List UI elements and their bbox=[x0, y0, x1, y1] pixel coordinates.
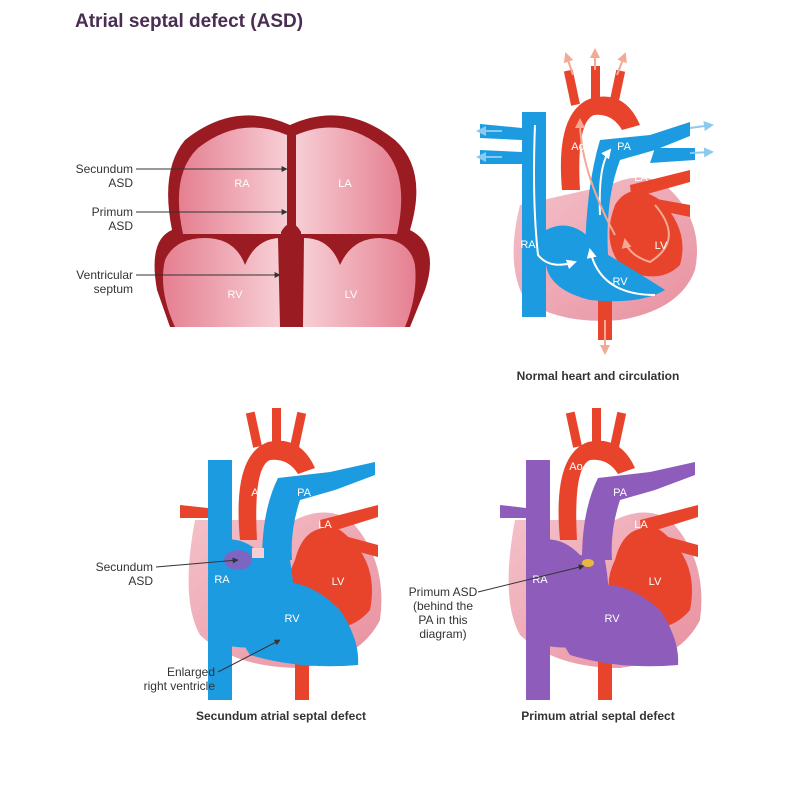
callout-secundum-line1: Secundum bbox=[96, 560, 153, 574]
diagram-title: Atrial septal defect (ASD) bbox=[75, 11, 304, 32]
flow-arrow-right-2 bbox=[689, 147, 714, 158]
callout-secundum-line2: ASD bbox=[128, 574, 153, 588]
atrial-septum-gap bbox=[252, 548, 264, 558]
callout-primum-line1: Primum ASD bbox=[409, 585, 478, 599]
label-rv: RV bbox=[284, 613, 300, 625]
flow-arrow-ra bbox=[533, 124, 577, 270]
callout-secundum-arrow bbox=[155, 557, 239, 568]
caption-secundum: Secundum atrial septal defect bbox=[196, 709, 366, 723]
four-chamber-diagram: RA LA RV LV Secundum ASD Primum ASD Vent… bbox=[76, 115, 430, 327]
label-ao: Ao bbox=[569, 461, 582, 473]
aortic-branch-1 bbox=[245, 411, 262, 448]
flow-arrow-right-1 bbox=[689, 121, 714, 132]
pulmonary-veins bbox=[630, 170, 690, 217]
label-la: LA bbox=[634, 172, 648, 184]
right-ventricle-enlarged bbox=[236, 582, 359, 667]
label-ra: RA bbox=[214, 574, 230, 586]
callout-primum-line2: ASD bbox=[108, 219, 133, 233]
pulmonary-veins bbox=[320, 505, 378, 557]
aortic-arch bbox=[238, 440, 315, 540]
pulmonary-artery bbox=[582, 462, 695, 560]
aortic-branch-2 bbox=[592, 408, 601, 442]
chamber-la bbox=[296, 127, 402, 234]
left-vessel-red bbox=[180, 505, 208, 518]
callout-primum-line2: (behind the bbox=[413, 599, 473, 613]
primum-asd-marker bbox=[582, 559, 594, 567]
aortic-branch-1 bbox=[565, 411, 582, 448]
label-la: LA bbox=[318, 519, 332, 531]
label-ao: Ao bbox=[571, 141, 584, 153]
label-lv: LV bbox=[655, 240, 668, 252]
left-ventricle bbox=[609, 191, 683, 277]
ventricular-septum bbox=[281, 223, 302, 327]
callout-secundum-line2: ASD bbox=[108, 176, 133, 190]
label-rv: RV bbox=[227, 289, 243, 301]
flow-arrow-up-1 bbox=[563, 52, 574, 76]
callout-septum-line2: septum bbox=[94, 282, 133, 296]
label-ra: RA bbox=[520, 239, 536, 251]
pulmonary-veins bbox=[640, 505, 698, 557]
aortic-branch-2 bbox=[591, 66, 600, 100]
label-rv: RV bbox=[612, 276, 628, 288]
label-la: LA bbox=[634, 519, 648, 531]
callout-enlarged-arrow bbox=[217, 639, 281, 673]
callout-primum-line1: Primum bbox=[92, 205, 133, 219]
atrial-septum-lower bbox=[288, 202, 294, 208]
label-ra: RA bbox=[532, 574, 548, 586]
callout-secundum-line1: Secundum bbox=[76, 162, 133, 176]
pa-branch-right bbox=[650, 148, 695, 163]
flow-arrow-rv bbox=[586, 248, 656, 296]
caption-primum: Primum atrial septal defect bbox=[521, 709, 674, 723]
right-ventricle bbox=[546, 225, 665, 302]
aortic-arch bbox=[558, 440, 635, 540]
atrial-septum-upper bbox=[288, 145, 294, 161]
label-pa: PA bbox=[613, 487, 628, 499]
label-lv: LV bbox=[649, 576, 662, 588]
aortic-branch-2 bbox=[272, 408, 281, 442]
callout-primum-line3: PA in this bbox=[418, 613, 467, 627]
label-ra: RA bbox=[234, 178, 250, 190]
right-ventricle bbox=[556, 584, 679, 667]
callout-septum-line1: Ventricular bbox=[76, 268, 133, 282]
label-lv: LV bbox=[345, 289, 358, 301]
flow-arrow-ao bbox=[575, 118, 616, 236]
chamber-rv bbox=[162, 238, 280, 327]
label-rv: RV bbox=[604, 613, 620, 625]
flow-arrow-up-3 bbox=[616, 52, 627, 76]
normal-heart-diagram: Ao PA RA LA RV LV Normal heart and circu… bbox=[476, 48, 714, 383]
aortic-branch-3 bbox=[290, 411, 307, 447]
pulmonary-artery bbox=[585, 122, 690, 265]
primum-asd-diagram: Ao PA RA LA RV LV Primum ASD (behind the… bbox=[409, 408, 702, 723]
aortic-branch-1 bbox=[563, 69, 580, 106]
caption-normal: Normal heart and circulation bbox=[517, 369, 680, 383]
left-vessel-purple bbox=[500, 505, 526, 518]
aortic-branch-3 bbox=[610, 411, 627, 447]
atrial-septum-middle bbox=[288, 173, 294, 193]
label-pa: PA bbox=[617, 141, 632, 153]
label-la: LA bbox=[338, 178, 352, 190]
callout-primum-line4: diagram) bbox=[419, 627, 466, 641]
chamber-lv bbox=[303, 238, 416, 327]
callout-primum-arrow bbox=[477, 564, 585, 593]
label-pa: PA bbox=[297, 487, 312, 499]
aortic-branch-3 bbox=[609, 69, 626, 105]
callout-enlarged-line2: right ventricle bbox=[144, 679, 216, 693]
secundum-asd-diagram: Ao PA RA LA RV LV Secundum ASD Enlarged … bbox=[96, 408, 382, 723]
label-lv: LV bbox=[332, 576, 345, 588]
pulmonary-artery bbox=[262, 462, 375, 560]
callout-enlarged-line1: Enlarged bbox=[167, 665, 215, 679]
label-ao: Ao bbox=[251, 487, 264, 499]
chamber-ra bbox=[178, 127, 287, 234]
flow-arrow-lv bbox=[621, 204, 670, 264]
